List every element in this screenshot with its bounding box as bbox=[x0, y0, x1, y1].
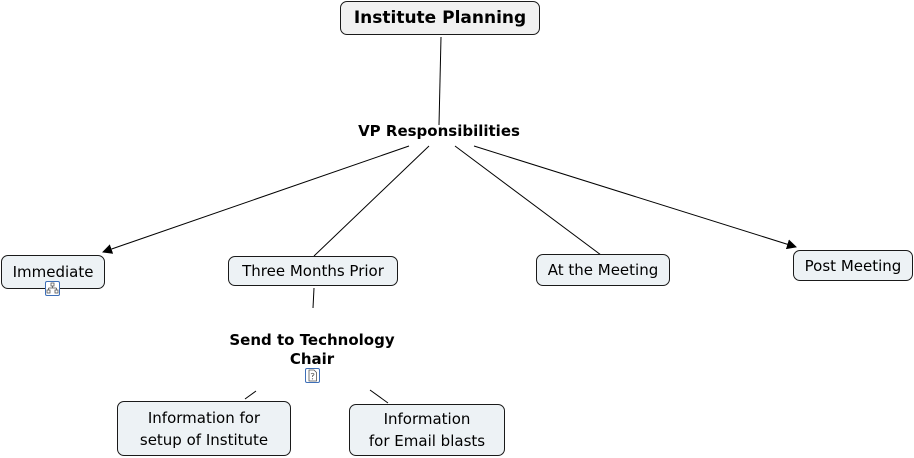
link-hub-immediate bbox=[102, 145, 410, 254]
node-three-months-prior-label: Three Months Prior bbox=[242, 262, 384, 280]
org-chart-icon[interactable] bbox=[45, 281, 60, 296]
link-hub-meeting bbox=[454, 145, 602, 256]
node-information-setup-institute-label: Information for setup of Institute bbox=[139, 408, 269, 449]
node-post-meeting-label: Post Meeting bbox=[804, 256, 902, 275]
link-root-hub bbox=[438, 36, 442, 126]
label-send-to-technology-chair[interactable]: Send to Technology Chair bbox=[229, 331, 395, 368]
root-node-label: Institute Planning bbox=[353, 8, 527, 28]
node-information-email-blasts[interactable]: Information for Email blasts bbox=[349, 404, 505, 456]
link-hub-post bbox=[473, 145, 797, 250]
node-immediate[interactable]: Immediate bbox=[1, 255, 105, 289]
document-icon[interactable] bbox=[305, 368, 320, 383]
node-information-email-blasts-label: Information for Email blasts bbox=[368, 410, 486, 450]
hub-label-vp-responsibilities[interactable]: VP Responsibilities bbox=[358, 122, 520, 140]
link-send-email bbox=[369, 389, 389, 404]
node-three-months-prior[interactable]: Three Months Prior bbox=[228, 256, 398, 286]
node-at-the-meeting-label: At the Meeting bbox=[547, 261, 659, 279]
root-node-institute-planning[interactable]: Institute Planning bbox=[340, 1, 540, 35]
node-immediate-label: Immediate bbox=[12, 263, 94, 281]
node-at-the-meeting[interactable]: At the Meeting bbox=[536, 254, 670, 286]
node-post-meeting[interactable]: Post Meeting bbox=[793, 250, 913, 281]
node-information-setup-institute[interactable]: Information for setup of Institute bbox=[117, 401, 291, 456]
link-hub-three-months bbox=[313, 145, 430, 257]
link-three-months-send bbox=[312, 287, 315, 309]
link-send-setup bbox=[244, 390, 257, 400]
